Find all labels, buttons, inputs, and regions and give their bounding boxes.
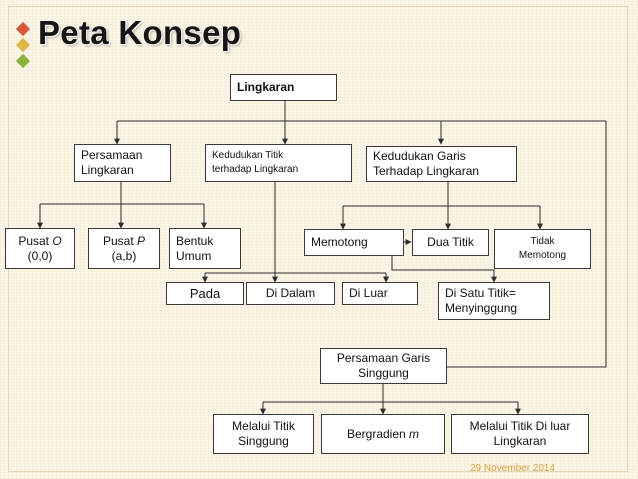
node-melalui-titik-di-luar: Melalui Titik Di luar Lingkaran: [451, 414, 589, 454]
node-di-dalam: Di Dalam: [246, 282, 335, 305]
node-bergradien-m: Bergradien m: [321, 414, 445, 454]
connector-memotong-to-satu-titik: [391, 242, 497, 283]
node-memotong: Memotong: [304, 229, 404, 256]
node-tidak-memotong: Tidak Memotong: [494, 229, 591, 269]
node-lingkaran: Lingkaran: [230, 74, 337, 101]
node-di-luar-label: Di Luar: [349, 286, 388, 300]
node-tidak-memotong-label: Tidak Memotong: [518, 236, 567, 261]
node-kedudukan-garis-label: Kedudukan Garis Terhadap Lingkaran: [373, 149, 480, 178]
node-pusat-p: Pusat P(a,b): [88, 228, 160, 269]
node-persamaan-garis-singgung-label: Persamaan Garis Singgung: [336, 351, 431, 380]
node-lingkaran-label: Lingkaran: [237, 80, 295, 94]
node-melalui-titik-di-luar-label: Melalui Titik Di luar Lingkaran: [469, 419, 571, 448]
node-pusat-p-label: Pusat P(a,b): [102, 233, 146, 263]
node-persamaan-lingkaran: Persamaan Lingkaran: [74, 144, 171, 182]
node-di-luar: Di Luar: [342, 282, 418, 305]
node-di-satu-titik-label: Di Satu Titik= Menyinggung: [445, 286, 518, 315]
node-pada: Pada: [166, 282, 244, 305]
node-kedudukan-garis: Kedudukan Garis Terhadap Lingkaran: [366, 146, 517, 182]
node-di-dalam-label: Di Dalam: [265, 286, 316, 300]
node-bergradien-m-label: Bergradien m: [346, 426, 420, 441]
connector-right-loop: [447, 121, 607, 368]
page-title: Peta Konsep: [38, 14, 242, 51]
node-di-satu-titik: Di Satu Titik= Menyinggung: [438, 282, 550, 320]
node-persamaan-lingkaran-label: Persamaan Lingkaran: [81, 148, 143, 177]
footer-date: 29 November 2014: [470, 463, 556, 474]
node-melalui-titik-singgung-label: Melalui Titik Singgung: [232, 419, 295, 448]
node-kedudukan-titik-label: Kedudukan Titik terhadap Lingkaran: [212, 150, 299, 175]
node-melalui-titik-singgung: Melalui Titik Singgung: [213, 414, 314, 454]
node-bentuk-umum: Bentuk Umum: [169, 228, 241, 269]
node-memotong-label: Memotong: [311, 235, 368, 249]
node-pada-label: Pada: [189, 286, 221, 301]
node-kedudukan-titik: Kedudukan Titik terhadap Lingkaran: [205, 144, 352, 182]
node-pusat-o-label: Pusat O(0,0): [18, 233, 62, 263]
node-bentuk-umum-label: Bentuk Umum: [176, 233, 214, 263]
node-pusat-o: Pusat O(0,0): [5, 228, 75, 269]
node-dua-titik-label: Dua Titik: [427, 235, 474, 249]
node-dua-titik: Dua Titik: [412, 229, 489, 256]
node-persamaan-garis-singgung: Persamaan Garis Singgung: [320, 348, 447, 384]
